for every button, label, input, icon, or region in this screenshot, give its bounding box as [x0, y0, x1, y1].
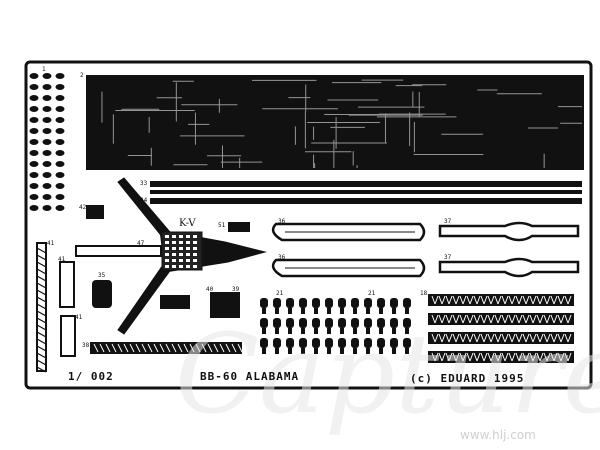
frame-part-41a [59, 261, 75, 308]
part-number: 51 [218, 222, 226, 229]
part-number: 38 [82, 342, 90, 349]
part-number: 1 [42, 66, 46, 73]
model-label: BB-60 ALABAMA [200, 370, 300, 383]
ladder-41 [36, 242, 47, 373]
part-number: 41 [75, 314, 83, 321]
part-number: 18 [420, 290, 428, 297]
boom-part-37a [438, 221, 580, 242]
part-47 [160, 295, 190, 309]
frame-part-41b [60, 315, 76, 357]
part-number: 47 [137, 240, 145, 247]
part-number: 37 [444, 254, 452, 261]
part-51 [228, 222, 250, 232]
part-number: 21 [368, 290, 376, 297]
strip-33 [150, 181, 582, 187]
watermark-logo: Capture [175, 310, 600, 438]
part-number: 21 [276, 290, 284, 297]
part-number: 33 [140, 180, 148, 187]
copyright-label: (c) EDUARD 1995 [410, 372, 525, 385]
railing-panel [86, 75, 584, 170]
chair-grid-21 [260, 298, 411, 354]
strip-33b [150, 190, 582, 194]
part-number: 41 [58, 256, 66, 263]
part-number: 36 [278, 218, 286, 225]
part-number: 34 [140, 197, 148, 204]
part-number: 35 [98, 272, 106, 279]
part-number: 40 [206, 286, 214, 293]
hull-part-36b [271, 258, 426, 278]
part-42 [86, 205, 104, 219]
strip-34 [150, 198, 582, 204]
part-35 [92, 280, 112, 308]
part-number: 41 [47, 240, 55, 247]
kv-label: K-V [179, 218, 196, 229]
boom-part-37b [438, 257, 580, 278]
small-parts-column [29, 73, 65, 211]
part-number: 39 [232, 286, 240, 293]
hull-part-36a [271, 222, 426, 242]
scale-label: 1/ 002 [68, 370, 114, 383]
part-number: 36 [278, 254, 286, 261]
fret-frame [24, 60, 593, 390]
railing-rows-18 [428, 294, 574, 363]
part-number: 42 [79, 204, 87, 211]
part-number: 37 [444, 218, 452, 225]
watermark-url: www.hlj.com [460, 428, 536, 442]
part-number: 2 [80, 72, 84, 79]
part-39 [210, 292, 240, 318]
